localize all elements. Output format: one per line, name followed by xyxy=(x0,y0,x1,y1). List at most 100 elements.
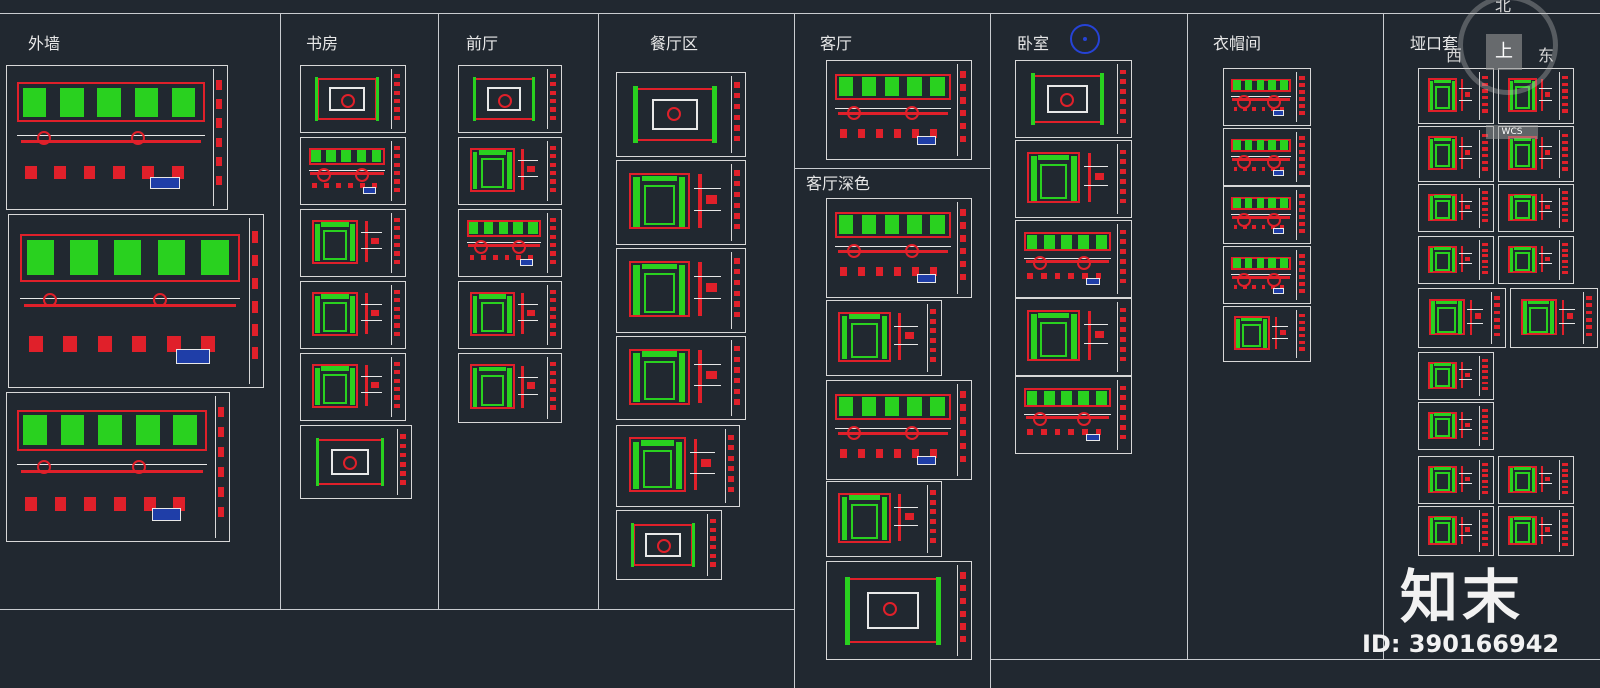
drawing-sheet-exterior-wall-2[interactable] xyxy=(8,214,264,388)
drawing-sheet-living-6[interactable] xyxy=(826,561,972,660)
green-pillar xyxy=(1430,518,1433,544)
title-block-row xyxy=(734,367,740,373)
drawing-sheet-door-casing-12[interactable] xyxy=(1418,402,1494,450)
section-line xyxy=(835,246,951,248)
drawing-sheet-study-3[interactable] xyxy=(300,209,406,277)
drawing-sheet-foyer-2[interactable] xyxy=(458,137,562,205)
drawing-area xyxy=(1425,409,1475,443)
drawing-sheet-cloakroom-4[interactable] xyxy=(1223,246,1311,304)
drawing-sheet-cloakroom-5[interactable] xyxy=(1223,306,1311,362)
drawing-area xyxy=(1022,227,1113,291)
green-panel xyxy=(1233,258,1241,268)
blue-label xyxy=(1273,110,1285,116)
title-block-row xyxy=(1562,196,1568,200)
drawing-sheet-foyer-4[interactable] xyxy=(458,281,562,349)
drawing-sheet-door-casing-1[interactable] xyxy=(1418,68,1494,124)
drawing-sheet-foyer-5[interactable] xyxy=(458,353,562,423)
drawing-sheet-study-5[interactable] xyxy=(300,353,406,421)
drawing-sheet-door-casing-7[interactable] xyxy=(1418,236,1494,284)
title-block-row xyxy=(400,434,406,439)
drawing-sheet-study-4[interactable] xyxy=(300,281,406,349)
drawing-sheet-study-1[interactable] xyxy=(300,65,406,133)
drawing-sheet-living-5[interactable] xyxy=(826,481,942,557)
drawing-sheet-door-casing-11[interactable] xyxy=(1418,352,1494,400)
drawing-sheet-living-3[interactable] xyxy=(826,300,942,376)
drawing-sheet-door-casing-10[interactable] xyxy=(1510,288,1598,348)
drawing-sheet-living-2[interactable] xyxy=(826,198,972,298)
title-block-row xyxy=(1482,265,1488,269)
title-block-row xyxy=(1562,160,1568,165)
drawing-sheet-door-casing-9[interactable] xyxy=(1418,288,1506,348)
red-detail xyxy=(527,382,536,390)
drawing-sheet-study-2[interactable] xyxy=(300,137,406,205)
elevation-frame xyxy=(1231,78,1291,92)
title-block-row xyxy=(710,562,716,567)
title-block-row xyxy=(930,338,936,343)
title-block-row xyxy=(960,110,966,117)
drawing-sheet-living-4[interactable] xyxy=(826,380,972,480)
drawing-sheet-dining-1[interactable] xyxy=(616,72,746,157)
drawing-sheet-door-casing-5[interactable] xyxy=(1418,184,1494,232)
green-panel xyxy=(97,87,121,117)
drawing-sheet-cloakroom-1[interactable] xyxy=(1223,68,1311,126)
title-block-row xyxy=(550,115,556,120)
drawing-sheet-living-1[interactable] xyxy=(826,60,972,160)
drawing-sheet-exterior-wall-3[interactable] xyxy=(6,392,230,542)
drawing-sheet-dining-3[interactable] xyxy=(616,248,746,333)
drawing-sheet-bedroom-1[interactable] xyxy=(1015,60,1132,138)
green-panel xyxy=(1061,390,1073,405)
green-cornice xyxy=(321,222,349,227)
drawing-sheet-dining-6[interactable] xyxy=(616,510,722,580)
title-block-row xyxy=(710,553,716,558)
title-block-row xyxy=(1299,282,1305,286)
dimension-line xyxy=(361,304,383,306)
title-block-row xyxy=(1482,431,1488,435)
watermark-id: ID: 390166942 xyxy=(1362,630,1560,658)
drawing-sheet-door-casing-15[interactable] xyxy=(1418,506,1494,556)
title-block-row xyxy=(1562,491,1568,494)
drawing-sheet-cloakroom-2[interactable] xyxy=(1223,128,1311,186)
title-block-row xyxy=(394,162,400,167)
drawing-sheet-dining-4[interactable] xyxy=(616,336,746,420)
title-block-row xyxy=(1120,317,1126,323)
drawing-sheet-foyer-3[interactable] xyxy=(458,209,562,277)
green-panel xyxy=(22,87,47,117)
green-pillar xyxy=(881,496,887,541)
drawing-sheet-door-casing-13[interactable] xyxy=(1418,456,1494,504)
title-block xyxy=(213,69,224,206)
red-section xyxy=(1461,516,1463,544)
drawing-area xyxy=(833,307,923,369)
drawing-sheet-foyer-1[interactable] xyxy=(458,65,562,133)
drawing-sheet-study-6[interactable] xyxy=(300,425,412,499)
title-block-row xyxy=(1482,109,1488,113)
title-block xyxy=(1559,188,1570,228)
drawing-sheet-exterior-wall-1[interactable] xyxy=(6,65,228,210)
title-block-row xyxy=(550,226,556,231)
drawing-sheet-bedroom-5[interactable] xyxy=(1015,376,1132,454)
drawing-sheet-dining-2[interactable] xyxy=(616,160,746,245)
drawing-sheet-bedroom-3[interactable] xyxy=(1015,220,1132,298)
drawing-sheet-door-casing-16[interactable] xyxy=(1498,506,1574,556)
drawing-sheet-door-casing-14[interactable] xyxy=(1498,456,1574,504)
wcs-menu-button[interactable]: WCS xyxy=(1486,125,1538,139)
drawing-sheet-bedroom-2[interactable] xyxy=(1015,140,1132,218)
drawing-sheet-dining-5[interactable] xyxy=(616,425,740,507)
elevation-frame xyxy=(16,409,208,451)
green-panel xyxy=(1256,198,1265,208)
drawing-sheet-door-casing-6[interactable] xyxy=(1498,184,1574,232)
viewcube-compass[interactable]: 北 西 东 上 xyxy=(1446,0,1600,140)
drawing-sheet-door-casing-3[interactable] xyxy=(1418,126,1494,182)
blue-label xyxy=(176,349,211,364)
grid-line-living-divider xyxy=(794,168,990,169)
drawing-sheet-door-casing-8[interactable] xyxy=(1498,236,1574,284)
green-wall xyxy=(845,576,850,645)
green-wall xyxy=(315,77,319,121)
dimension-line xyxy=(361,392,383,394)
drawing-sheet-bedroom-4[interactable] xyxy=(1015,298,1132,376)
drawing-area xyxy=(307,288,387,342)
title-block-row xyxy=(1299,229,1305,233)
red-detail xyxy=(706,195,717,204)
viewcube-top-face[interactable]: 上 xyxy=(1486,34,1522,70)
drawing-sheet-cloakroom-3[interactable] xyxy=(1223,186,1311,244)
